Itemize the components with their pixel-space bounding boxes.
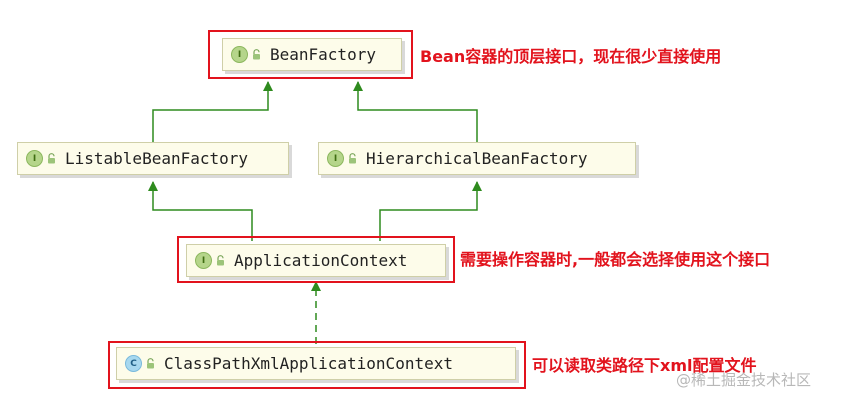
lock-icon: [146, 354, 155, 373]
node-label: ApplicationContext: [234, 251, 408, 270]
node-beanfactory: I BeanFactory: [222, 38, 402, 71]
node-label: HierarchicalBeanFactory: [366, 149, 588, 168]
lock-icon: [47, 149, 56, 168]
highlight-beanfactory: [208, 30, 413, 79]
node-hierarchicalbeanfactory: I HierarchicalBeanFactory: [318, 142, 636, 175]
edge-appcontext-to-hierarchical: [379, 181, 482, 241]
highlight-applicationcontext: [177, 236, 455, 283]
interface-icon: I: [26, 150, 43, 167]
interface-icon: I: [195, 252, 212, 269]
edge-listable-to-beanfactory: [152, 81, 273, 142]
watermark: @稀土掘金技术社区: [676, 371, 812, 389]
lock-icon: [252, 45, 261, 64]
edge-appcontext-to-listable: [148, 181, 253, 241]
node-label: BeanFactory: [270, 45, 376, 64]
interface-icon: I: [231, 46, 248, 63]
class-icon: C: [125, 355, 142, 372]
annotation-applicationcontext: 需要操作容器时,一般都会选择使用这个接口: [460, 250, 771, 269]
node-listablebeanfactory: I ListableBeanFactory: [17, 142, 289, 175]
lock-icon: [348, 149, 357, 168]
annotation-beanfactory: Bean容器的顶层接口，现在很少直接使用: [420, 47, 722, 66]
interface-icon: I: [327, 150, 344, 167]
highlight-classpath: [108, 341, 526, 389]
node-label: ClassPathXmlApplicationContext: [164, 354, 453, 373]
node-applicationcontext: I ApplicationContext: [186, 244, 446, 277]
edge-hierarchical-to-beanfactory: [353, 81, 478, 142]
annotation-classpath: 可以读取类路径下xml配置文件: [532, 356, 757, 375]
node-label: ListableBeanFactory: [65, 149, 249, 168]
node-classpathxmlapplicationcontext: C ClassPathXmlApplicationContext: [116, 347, 516, 380]
lock-icon: [216, 251, 225, 270]
